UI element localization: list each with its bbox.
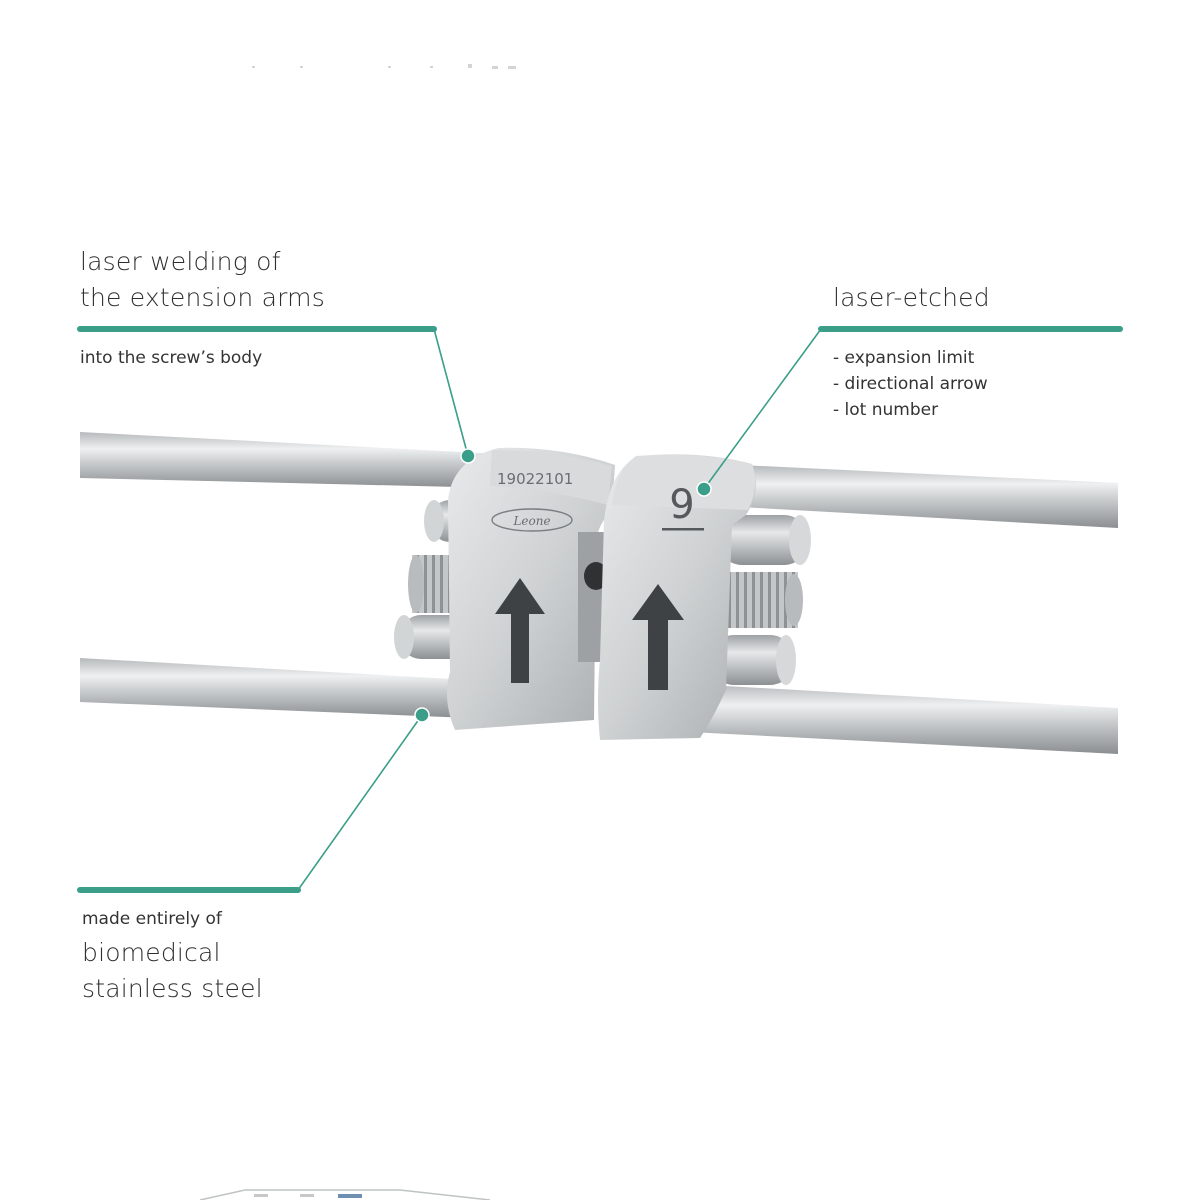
welding-detail: into the screw’s body (80, 348, 263, 368)
material-title-line: biomedical (82, 938, 221, 967)
right-guide-pins (710, 515, 811, 685)
expansion-limit-underline (662, 528, 704, 531)
welding-point-dot (460, 448, 476, 464)
arrow-up-icon (495, 578, 545, 683)
arrow-up-icon (632, 584, 684, 690)
brand-logo-icon (491, 508, 573, 532)
screw-body-left: 19022101 Leone (446, 447, 615, 730)
activation-hole-icon (584, 562, 608, 590)
etching-point-dot (696, 481, 712, 497)
etched-list-item: - directional arrow (833, 374, 988, 394)
material-lead: made entirely of (82, 909, 222, 929)
page-bottom-fragment (199, 1189, 491, 1200)
etched-list: - expansion limit - directional arrow - … (833, 345, 988, 423)
expansion-limit-etch: 9 (669, 482, 694, 528)
welding-title: laser welding of the extension arms (80, 244, 325, 316)
welding-title-line: laser welding of (80, 247, 281, 276)
material-point-dot (414, 707, 430, 723)
leader-lines (77, 326, 1123, 893)
etched-list-item: - lot number (833, 400, 939, 420)
material-leader (297, 714, 423, 891)
brand-logo-text: Leone (512, 514, 550, 528)
etched-list-item: - expansion limit (833, 348, 975, 368)
lot-number-etch: 19022101 (497, 470, 573, 488)
material-title: biomedical stainless steel (82, 935, 263, 1007)
extension-arms (80, 432, 1118, 754)
welding-leader (433, 328, 469, 457)
etched-title: laser-etched (833, 283, 990, 312)
page-edge-marks (252, 64, 516, 69)
etched-leader (703, 328, 822, 490)
material-title-line: stainless steel (82, 974, 263, 1003)
welding-title-line: the extension arms (80, 283, 325, 312)
screw-body-right: 9 (598, 454, 756, 740)
